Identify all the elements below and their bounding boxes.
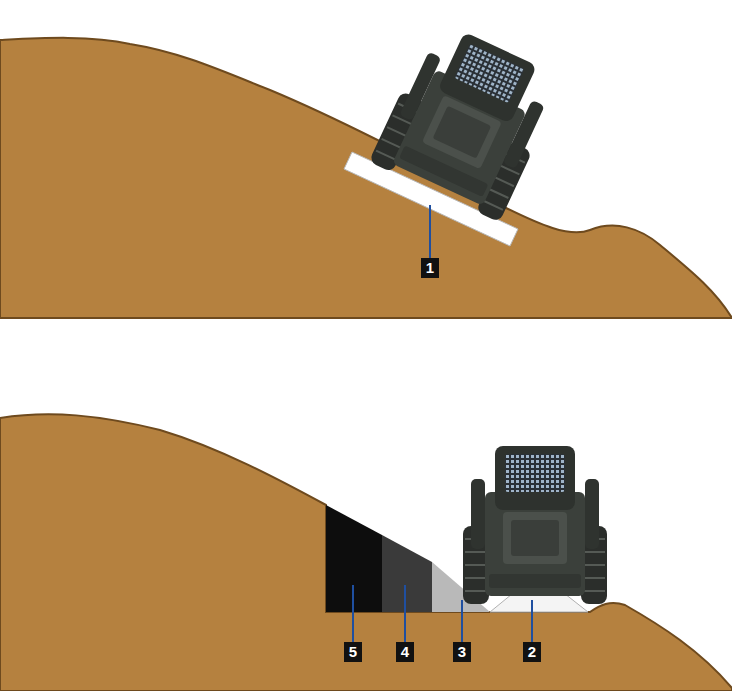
hill (0, 38, 732, 318)
callout-number: 1 (421, 258, 439, 278)
skid-steer (369, 18, 566, 222)
callout-number: 5 (344, 642, 362, 662)
bench-cut (0, 414, 732, 691)
callout-number: 2 (523, 642, 541, 662)
leader-line (429, 205, 431, 258)
leader-lines (353, 585, 532, 642)
callout-number: 4 (396, 642, 414, 662)
skid-steer (463, 446, 607, 604)
callout-number: 3 (453, 642, 471, 662)
cut-zone (382, 535, 432, 612)
